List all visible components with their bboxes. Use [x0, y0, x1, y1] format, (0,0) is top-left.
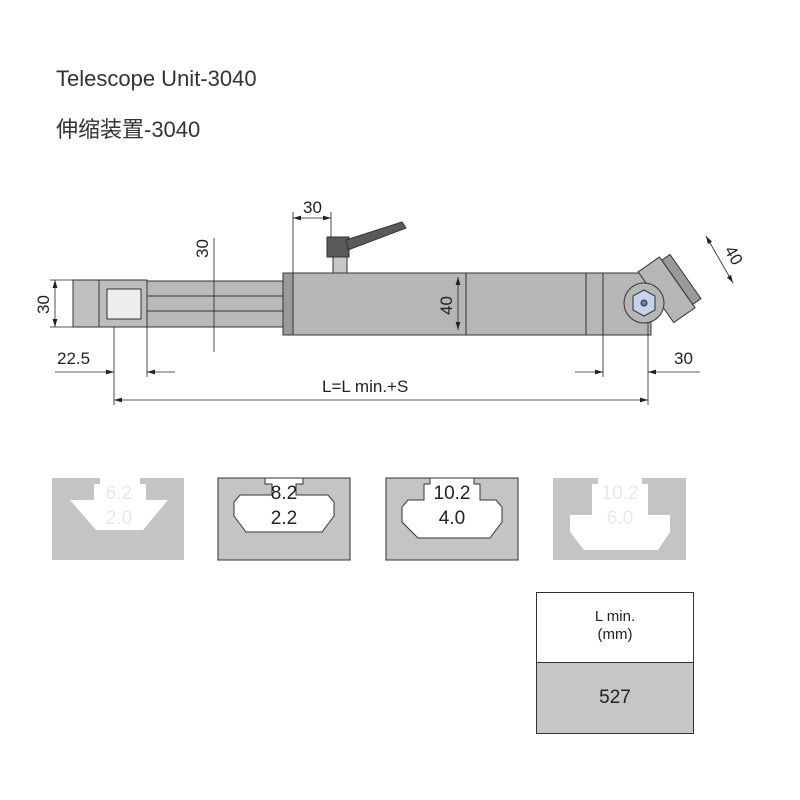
title-chinese: 伸缩装置-3040	[56, 117, 201, 142]
dim-joint-width: 40	[721, 243, 747, 269]
title-english: Telescope Unit-3040	[56, 66, 257, 91]
svg-text:6.0: 6.0	[607, 508, 633, 529]
svg-text:10.2: 10.2	[434, 483, 471, 504]
table-value: 527	[537, 663, 693, 733]
dim-slide-height: 30	[193, 239, 212, 258]
dim-body-height: 40	[437, 296, 456, 315]
lever-handle	[345, 221, 407, 251]
dim-total-length: L=L min.+S	[322, 377, 408, 396]
svg-text:8.2: 8.2	[271, 483, 297, 504]
profile-8-2: 8.2 2.2	[217, 477, 351, 561]
profile-10-2: 10.2 4.0	[385, 477, 519, 561]
table-header: L min. (mm)	[537, 593, 693, 663]
header-unit: (mm)	[597, 626, 633, 643]
l-min-table: L min. (mm) 527	[536, 592, 694, 734]
swivel-joint	[637, 253, 702, 324]
svg-text:2.0: 2.0	[106, 508, 132, 529]
end-cap	[72, 279, 100, 328]
dim-end-height: 30	[34, 295, 53, 314]
header-label: L min.	[594, 608, 636, 625]
dim-end-length: 22.5	[57, 349, 90, 368]
telescope-unit	[72, 221, 702, 336]
svg-text:2.2: 2.2	[271, 508, 297, 529]
svg-text:10.2: 10.2	[602, 483, 639, 504]
main-body	[282, 272, 652, 336]
dim-lever-offset: 30	[303, 198, 322, 217]
dimension-lines	[50, 212, 734, 405]
svg-text:4.0: 4.0	[439, 508, 465, 529]
dim-joint-offset: 30	[674, 349, 693, 368]
slide-profile	[146, 280, 285, 328]
profile-10-2-deep: 10.2 6.0	[553, 478, 686, 560]
svg-text:6.2: 6.2	[106, 483, 132, 504]
profile-6-2: 6.2 2.0	[52, 478, 184, 560]
